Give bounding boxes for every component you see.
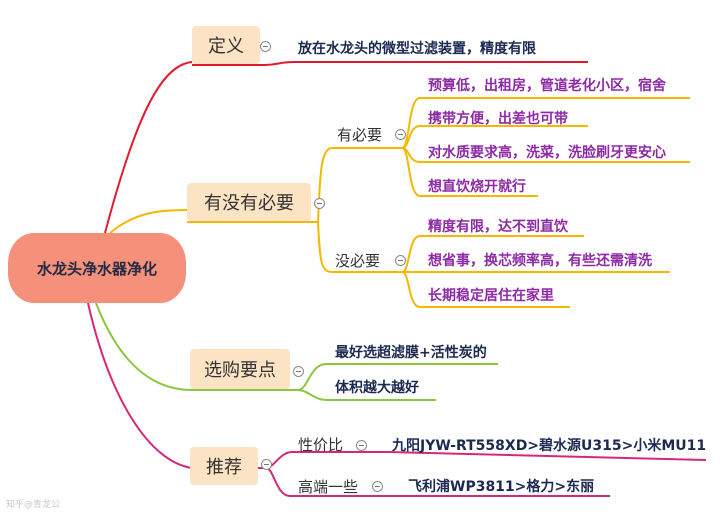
branch-necessity-label: 有没有必要 <box>204 193 294 214</box>
collapse-premium-icon[interactable] <box>372 481 383 492</box>
branch-necessity[interactable]: 有没有必要 <box>187 183 311 221</box>
branch-buying-label: 选购要点 <box>204 360 276 381</box>
collapse-value-icon[interactable] <box>356 440 367 451</box>
link-root-buying <box>95 302 193 391</box>
sub-recommend-premium[interactable]: 高端一些 <box>298 478 359 496</box>
leaf-buying-2: 体积越大越好 <box>335 380 419 396</box>
link-root-definition <box>104 61 193 234</box>
branch-definition-label: 定义 <box>208 36 244 57</box>
leaf-yes-2: 携带方便，出差也可带 <box>428 111 568 127</box>
collapse-definition-icon[interactable] <box>260 41 271 52</box>
leaf-no-3: 长期稳定居住在家里 <box>428 288 554 304</box>
branch-buying[interactable]: 选购要点 <box>190 349 290 389</box>
sub-necessity-yes[interactable]: 有必要 <box>337 126 383 144</box>
leaf-no-2: 想省事，换芯频率高，有些还需清洗 <box>428 253 652 269</box>
branch-definition[interactable]: 定义 <box>192 26 260 64</box>
link-root-necessity <box>109 209 188 234</box>
leaf-recommend-value: 九阳JYW-RT558XD>碧水源U315>小米MU11 <box>392 438 707 454</box>
collapse-recommend-icon[interactable] <box>261 459 272 470</box>
watermark: 知乎@青龙公 <box>6 500 61 510</box>
collapse-necessity-icon[interactable] <box>314 198 325 209</box>
leaf-buying-1: 最好选超滤膜+活性炭的 <box>335 345 487 361</box>
root-label: 水龙头净水器净化 <box>36 259 157 278</box>
leaf-recommend-premium: 飞利浦WP3811>格力>东丽 <box>408 479 595 495</box>
branch-recommend-label: 推荐 <box>206 457 242 478</box>
branch-recommend[interactable]: 推荐 <box>190 447 258 485</box>
root-node[interactable]: 水龙头净水器净化 <box>8 233 186 303</box>
sub-necessity-no[interactable]: 没必要 <box>335 252 381 270</box>
leaf-yes-1: 预算低，出租房，管道老化小区，宿舍 <box>428 78 666 94</box>
leaf-yes-4: 想直饮烧开就行 <box>428 179 526 195</box>
leaf-no-1: 精度有限，达不到直饮 <box>428 219 568 235</box>
collapse-buying-icon[interactable] <box>293 366 304 377</box>
collapse-yes-icon[interactable] <box>395 129 406 140</box>
link-root-recommend <box>87 302 193 469</box>
collapse-no-icon[interactable] <box>395 255 406 266</box>
leaf-yes-3: 对水质要求高，洗菜，洗脸刷牙更安心 <box>428 145 666 161</box>
leaf-definition: 放在水龙头的微型过滤装置，精度有限 <box>298 41 536 57</box>
sub-recommend-value[interactable]: 性价比 <box>298 436 344 454</box>
